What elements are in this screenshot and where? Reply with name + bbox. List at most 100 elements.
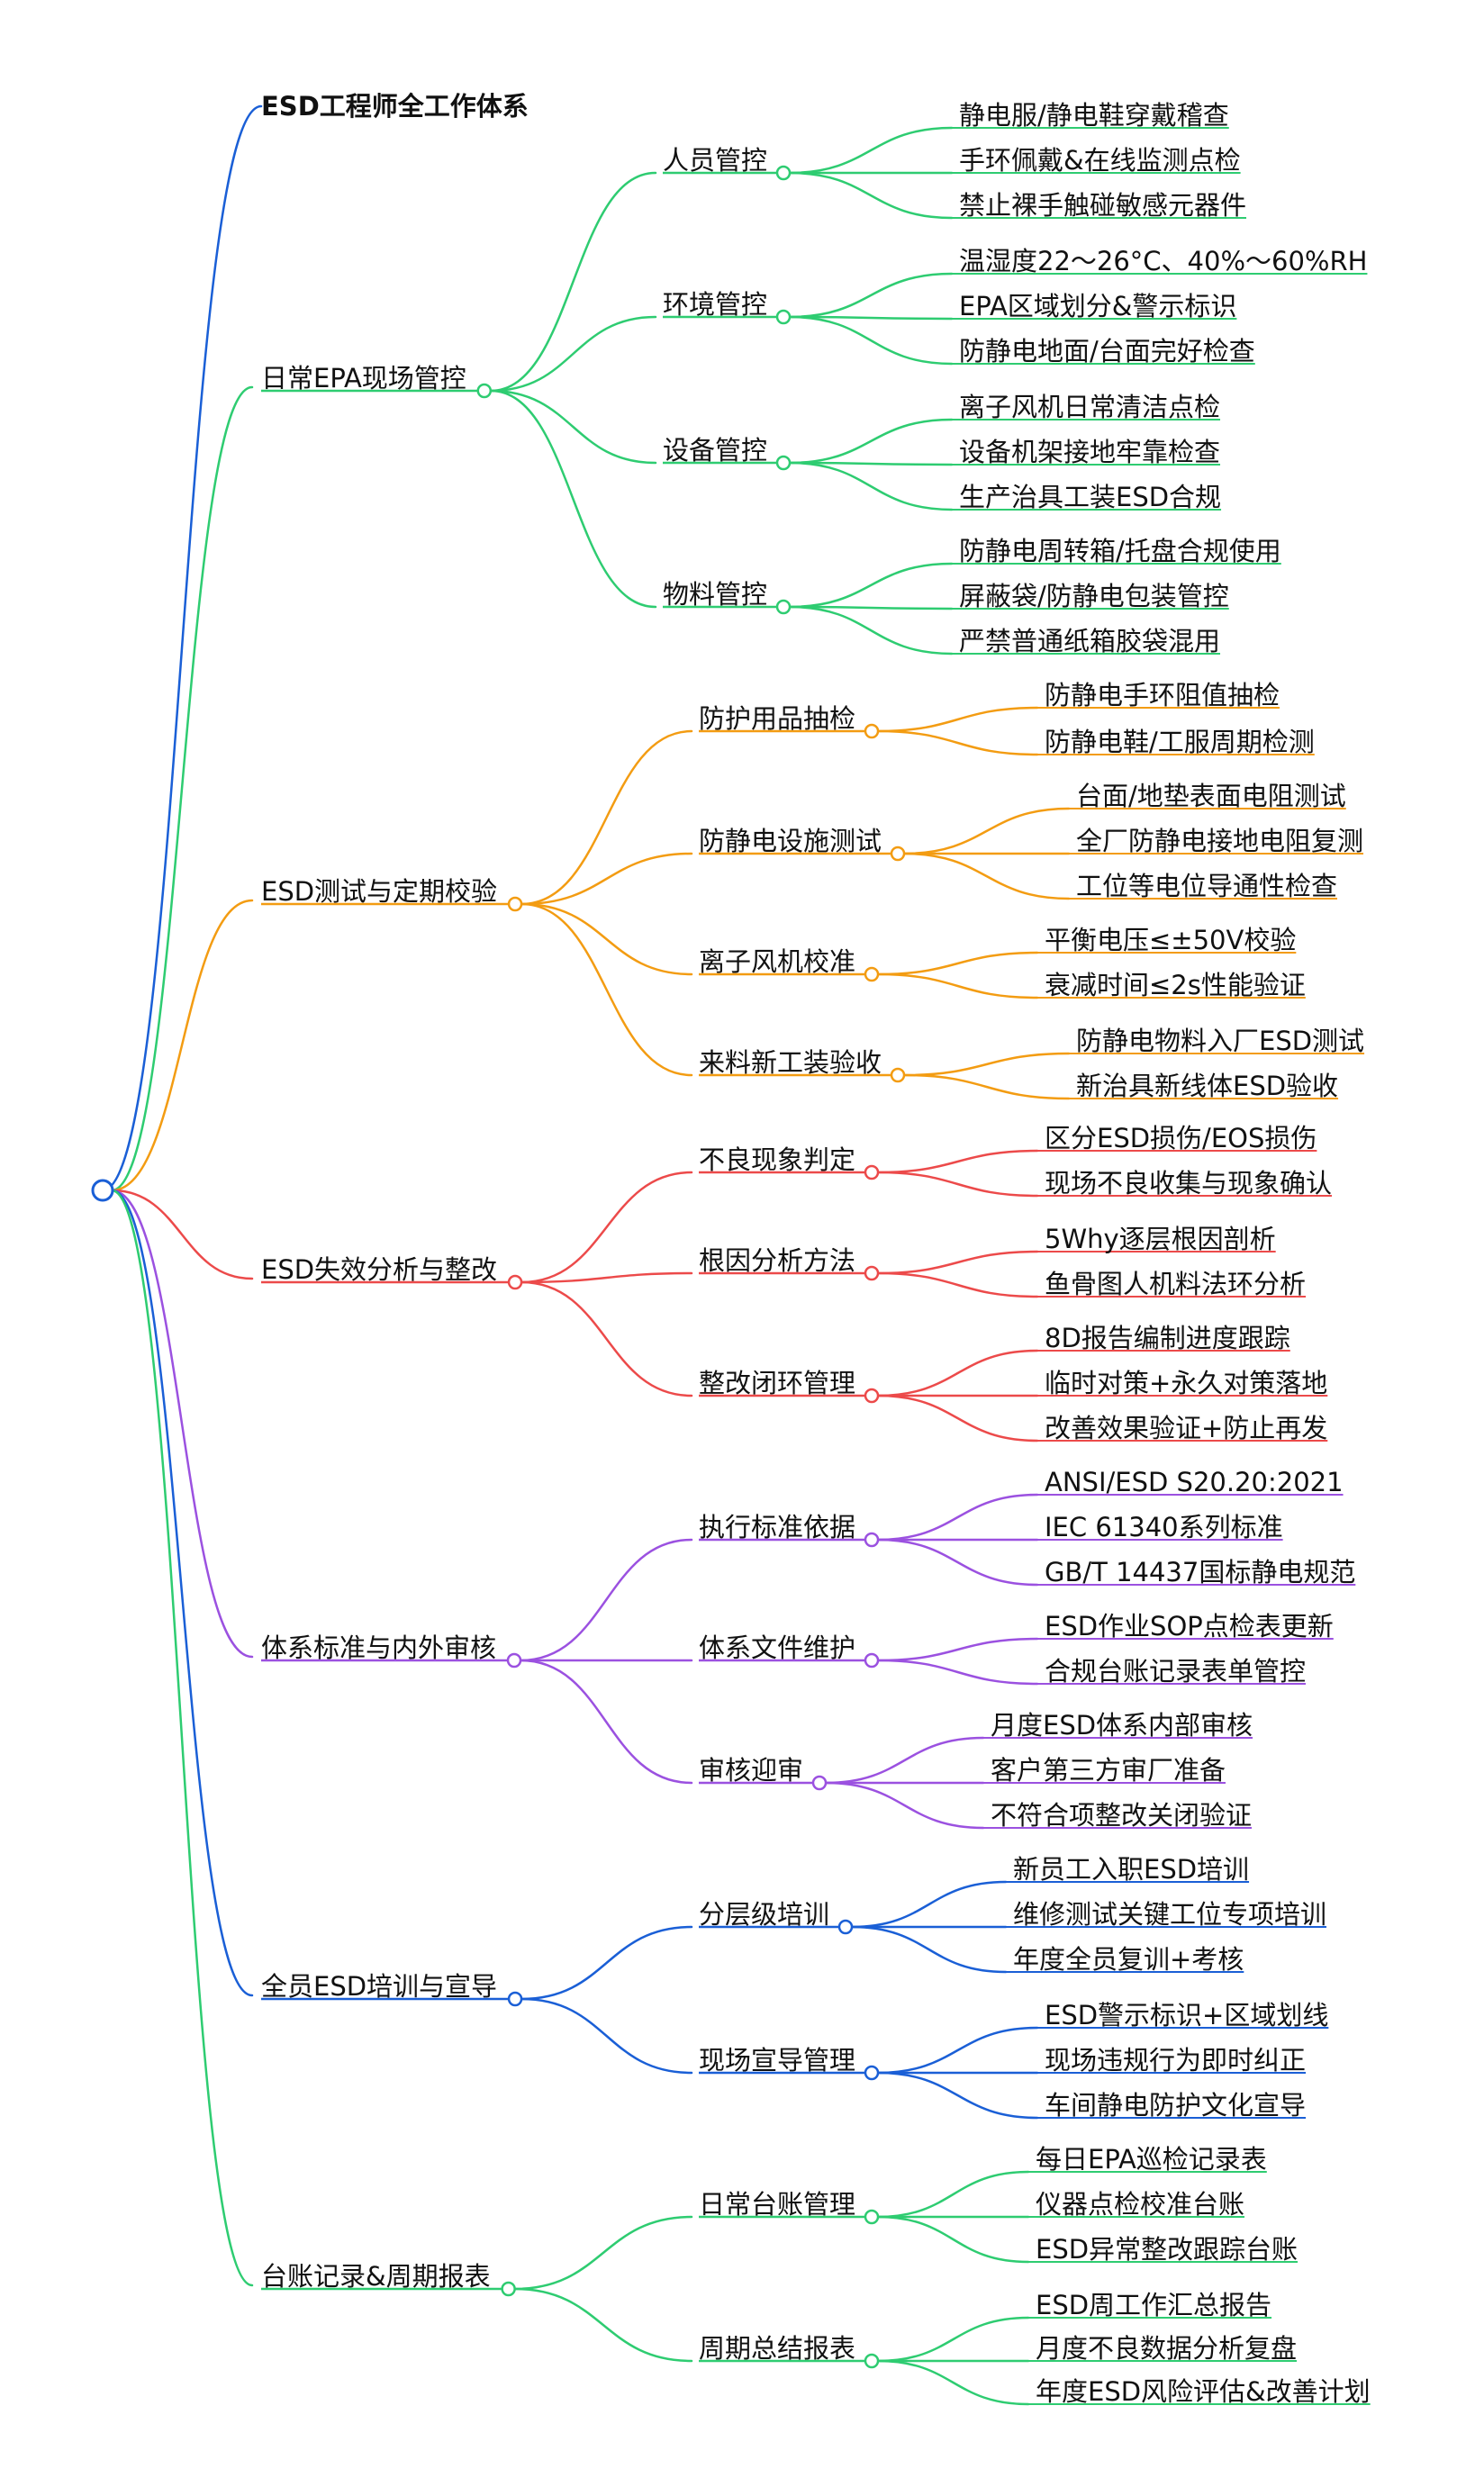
leaf-link [902, 1073, 1071, 1100]
branch-node[interactable] [476, 383, 493, 399]
leaf-label: 温湿度22～26°C、40%～60%RH [959, 246, 1367, 276]
child-link [489, 389, 657, 609]
child-node[interactable] [864, 2065, 880, 2081]
leaf-label: IEC 61340系列标准 [1045, 1512, 1283, 1542]
branch-node[interactable] [507, 896, 523, 912]
leaf-link [876, 972, 1039, 999]
child-link [520, 1271, 693, 1284]
child-label[interactable]: 周期总结报表 [699, 2333, 855, 2364]
child-label[interactable]: 离子风机校准 [699, 946, 855, 977]
child-label[interactable]: 来料新工装验收 [699, 1047, 882, 1078]
leaf-link [876, 1149, 1039, 1174]
child-node[interactable] [864, 1532, 880, 1548]
branch-label[interactable]: ESD测试与定期校验 [261, 876, 497, 907]
mind-map-title: ESD工程师全工作体系 [261, 91, 529, 122]
leaf-label: 禁止裸手触碰敏感元器件 [959, 190, 1246, 221]
mind-map-nodes: ESD工程师全工作体系 日常EPA现场管控 人员管控 静电服/静电鞋穿戴稽查手环佩戴… [91, 91, 1371, 2407]
leaf-link [850, 1880, 1008, 1929]
child-label[interactable]: 整改闭环管理 [699, 1368, 855, 1398]
branch-node[interactable] [501, 2281, 516, 2297]
leaf-link [876, 729, 1039, 756]
leaf-link [876, 2170, 1030, 2219]
child-node[interactable] [775, 165, 792, 181]
child-label[interactable]: 设备管控 [663, 435, 767, 466]
leaf-label: 维修测试关键工位专项培训 [1013, 1899, 1326, 1930]
leaf-label: 区分ESD损伤/EOS损伤 [1045, 1123, 1317, 1153]
leaf-label: 每日EPA巡检记录表 [1036, 2144, 1267, 2175]
leaf-label: 衰减时间≤2s性能验证 [1045, 970, 1306, 1000]
leaf-label: 合规台账记录表单管控 [1045, 1656, 1306, 1687]
child-node[interactable] [890, 1067, 906, 1083]
branch-label[interactable]: 全员ESD培训与宣导 [261, 1971, 497, 2002]
leaf-link [788, 605, 954, 656]
child-link [513, 2215, 693, 2291]
child-label[interactable]: 物料管控 [663, 579, 767, 610]
child-node[interactable] [864, 1388, 880, 1404]
leaf-label: 车间静电防护文化宣导 [1045, 2090, 1306, 2121]
child-link [520, 1280, 693, 1397]
leaf-link [902, 807, 1071, 855]
branch-node[interactable] [507, 1991, 523, 2007]
leaf-link [788, 315, 954, 366]
leaf-label: 工位等电位导通性检查 [1076, 871, 1337, 901]
child-node[interactable] [890, 846, 906, 862]
child-link [489, 315, 657, 393]
child-label[interactable]: 日常台账管理 [699, 2189, 855, 2220]
branch-node[interactable] [506, 1652, 522, 1669]
child-label[interactable]: 审核迎审 [699, 1755, 803, 1786]
child-node[interactable] [775, 455, 792, 471]
leaf-label: 防静电手环阻值抽检 [1045, 680, 1280, 710]
leaf-link [902, 852, 1071, 900]
child-node[interactable] [837, 1919, 854, 1935]
child-link [520, 1925, 693, 2001]
child-label[interactable]: 不良现象判定 [699, 1144, 855, 1175]
leaf-label: 现场违规行为即时纠正 [1045, 2045, 1306, 2076]
leaf-link [876, 706, 1039, 733]
child-node[interactable] [864, 1652, 880, 1669]
leaf-label: 台面/地垫表面电阻测试 [1076, 781, 1346, 811]
leaf-link [788, 418, 954, 465]
leaf-link [876, 2071, 1039, 2120]
child-label[interactable]: 体系文件维护 [699, 1632, 855, 1663]
leaf-link [876, 1637, 1039, 1662]
child-label[interactable]: 环境管控 [663, 289, 767, 320]
child-node[interactable] [775, 309, 792, 325]
child-label[interactable]: 防护用品抽检 [699, 703, 855, 734]
leaf-label: 全厂防静电接地电阻复测 [1076, 826, 1363, 856]
child-label[interactable]: 根因分析方法 [699, 1245, 855, 1276]
title-link [101, 104, 263, 1192]
branch-node[interactable] [507, 1274, 523, 1290]
child-node[interactable] [864, 2209, 880, 2225]
child-label[interactable]: 分层级培训 [699, 1899, 829, 1930]
leaf-label: 手环佩戴&在线监测点检 [959, 145, 1241, 176]
leaf-link [824, 1736, 985, 1785]
root-node[interactable] [91, 1179, 114, 1202]
leaf-label: 8D报告编制进度跟踪 [1045, 1323, 1290, 1353]
leaf-label: 现场不良收集与现象确认 [1045, 1168, 1332, 1198]
branch-label[interactable]: 体系标准与内外审核 [261, 1632, 496, 1663]
child-node[interactable] [864, 966, 880, 982]
leaf-label: 防静电物料入厂ESD测试 [1076, 1026, 1364, 1056]
leaf-link [788, 315, 954, 321]
branch-label[interactable]: 台账记录&周期报表 [261, 2261, 491, 2292]
child-label[interactable]: 现场宣导管理 [699, 2045, 855, 2076]
child-label[interactable]: 执行标准依据 [699, 1512, 855, 1542]
child-label[interactable]: 防静电设施测试 [699, 826, 882, 856]
branch-label[interactable]: 日常EPA现场管控 [261, 363, 466, 393]
child-node[interactable] [864, 723, 880, 739]
child-node[interactable] [864, 2353, 880, 2369]
leaf-label: 年度全员复训+考核 [1013, 1944, 1244, 1975]
child-node[interactable] [864, 1265, 880, 1281]
child-link [520, 729, 693, 906]
leaf-label: 5Why逐层根因剖析 [1045, 1224, 1276, 1254]
child-node[interactable] [775, 599, 792, 615]
branch-link [110, 1189, 254, 2287]
child-node[interactable] [811, 1775, 828, 1791]
branch-label[interactable]: ESD失效分析与整改 [261, 1254, 497, 1285]
leaf-link [876, 2359, 1030, 2406]
leaf-label: GB/T 14437国标静电规范 [1045, 1557, 1355, 1587]
child-label[interactable]: 人员管控 [663, 145, 767, 176]
leaf-label: 静电服/静电鞋穿戴稽查 [959, 100, 1229, 131]
child-link [520, 1171, 693, 1284]
child-node[interactable] [864, 1164, 880, 1180]
